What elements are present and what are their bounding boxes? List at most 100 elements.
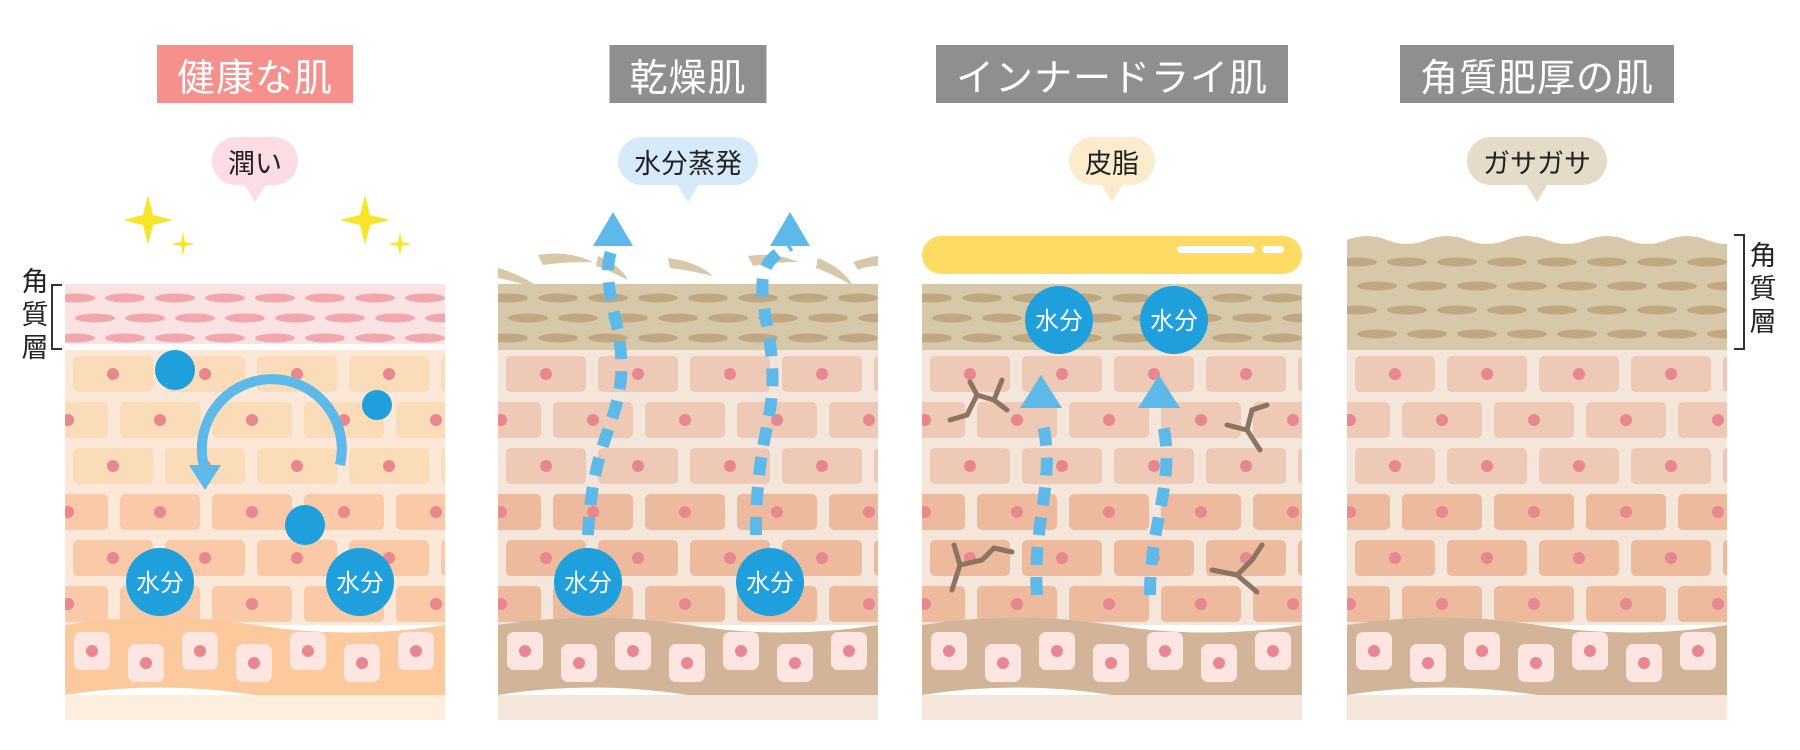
corneum-cell — [255, 333, 295, 343]
cell-nucleus — [1528, 598, 1540, 610]
corneum-cell — [225, 313, 265, 323]
corneum-cell — [1232, 313, 1272, 323]
cell-nucleus — [1240, 460, 1252, 472]
cell-nucleus — [1481, 368, 1493, 380]
corneum-cell — [105, 333, 145, 343]
cell-nucleus — [1056, 460, 1068, 472]
cell-nucleus — [1347, 506, 1356, 518]
corneum-cell — [405, 293, 445, 303]
corneum-cell — [1557, 329, 1597, 339]
corneum-cell — [858, 313, 878, 323]
cell-nucleus — [627, 645, 639, 657]
cell-nucleus — [1368, 645, 1380, 657]
corneum-cell — [1262, 293, 1302, 303]
water-bubble: 水分 — [736, 548, 804, 616]
cell-nucleus — [302, 645, 314, 657]
skin-cell — [829, 494, 878, 530]
panel-dry-skin: 乾燥肌 水分蒸発 水分 水分 — [498, 0, 878, 750]
corneum-cell — [1487, 305, 1527, 315]
cell-nucleus — [816, 552, 828, 564]
cell-nucleus — [1712, 414, 1724, 426]
svg-text:水分: 水分 — [1035, 307, 1083, 335]
cell-nucleus — [679, 414, 691, 426]
corneum-cell — [425, 313, 445, 323]
corneum-cell — [1357, 329, 1397, 339]
cell-nucleus — [1051, 645, 1063, 657]
corneum-cell — [982, 313, 1022, 323]
corneum-cell — [1437, 257, 1477, 267]
corneum-cell — [1407, 329, 1447, 339]
cell-nucleus — [1148, 368, 1160, 380]
cell-nucleus — [86, 645, 98, 657]
cell-nucleus — [1436, 598, 1448, 610]
cell-nucleus — [291, 368, 303, 380]
corneum-cell — [1282, 313, 1302, 323]
arrow-head — [1138, 375, 1180, 408]
cell-nucleus — [194, 645, 206, 657]
corneum-cell — [355, 333, 395, 343]
cell-nucleus — [410, 645, 422, 657]
cell-nucleus — [498, 598, 507, 610]
panel-thick-corneum-skin: 角質肥厚の肌 ガサガサ — [1347, 0, 1727, 750]
cell-nucleus — [632, 460, 644, 472]
corneum-cell — [1637, 257, 1677, 267]
corneum-cell — [1457, 281, 1497, 291]
cell-nucleus — [498, 414, 507, 426]
water-bubble: 水分 — [554, 548, 622, 616]
corneum-cell — [305, 293, 345, 303]
corneum-cell — [405, 333, 445, 343]
cell-nucleus — [430, 414, 442, 426]
cell-nucleus — [1347, 414, 1356, 426]
corneum-cell — [1687, 257, 1727, 267]
cell-nucleus — [1056, 368, 1068, 380]
cell-nucleus — [1213, 657, 1225, 669]
corneum-cell — [498, 293, 528, 303]
cell-nucleus — [997, 657, 1009, 669]
corneum-cell — [1262, 333, 1302, 343]
cell-nucleus — [107, 368, 119, 380]
cell-nucleus — [1347, 598, 1356, 610]
corneum-cell — [1657, 281, 1697, 291]
skin-cell — [829, 402, 878, 438]
cell-nucleus — [1389, 368, 1401, 380]
label-bubble: 水分蒸発 — [618, 137, 758, 202]
water-droplet — [362, 390, 392, 420]
corneum-cell — [1507, 281, 1547, 291]
skin-cell — [829, 586, 878, 622]
cell-nucleus — [1267, 645, 1279, 657]
corneum-cell — [1437, 305, 1477, 315]
skin-cross-section: 水分 水分 — [65, 195, 445, 720]
cell-nucleus — [1620, 506, 1632, 518]
cell-nucleus — [1712, 506, 1724, 518]
corneum-cell — [325, 313, 365, 323]
corneum-cell — [638, 333, 678, 343]
cell-nucleus — [65, 598, 74, 610]
corneum-cell — [105, 293, 145, 303]
cell-nucleus — [1103, 598, 1115, 610]
skin-cell — [874, 356, 878, 392]
panel-healthy-skin: 健康な肌 潤い 水分 水分 — [65, 0, 445, 750]
cell-nucleus — [1195, 506, 1207, 518]
corneum-cell — [1347, 305, 1377, 315]
corneum-cell — [658, 313, 698, 323]
cell-nucleus — [789, 657, 801, 669]
skin-cross-section: 水分 水分 — [922, 236, 1302, 720]
cell-nucleus — [1148, 460, 1160, 472]
evaporation-arrow — [750, 239, 794, 536]
cell-nucleus — [724, 552, 736, 564]
corneum-cell — [1112, 333, 1152, 343]
corneum-cell — [688, 333, 728, 343]
corneum-cell — [205, 333, 245, 343]
side-label-left: 角質層 — [21, 267, 49, 364]
cell-nucleus — [1584, 645, 1596, 657]
cell-nucleus — [246, 414, 258, 426]
skin-cell — [1678, 402, 1727, 438]
cell-nucleus — [1620, 414, 1632, 426]
skin-cell — [441, 540, 445, 576]
crack-marks — [947, 377, 1270, 595]
cell-nucleus — [816, 368, 828, 380]
cell-nucleus — [1287, 506, 1299, 518]
cell-nucleus — [1103, 414, 1115, 426]
cell-nucleus — [1011, 414, 1023, 426]
corneum-cell — [1587, 305, 1627, 315]
